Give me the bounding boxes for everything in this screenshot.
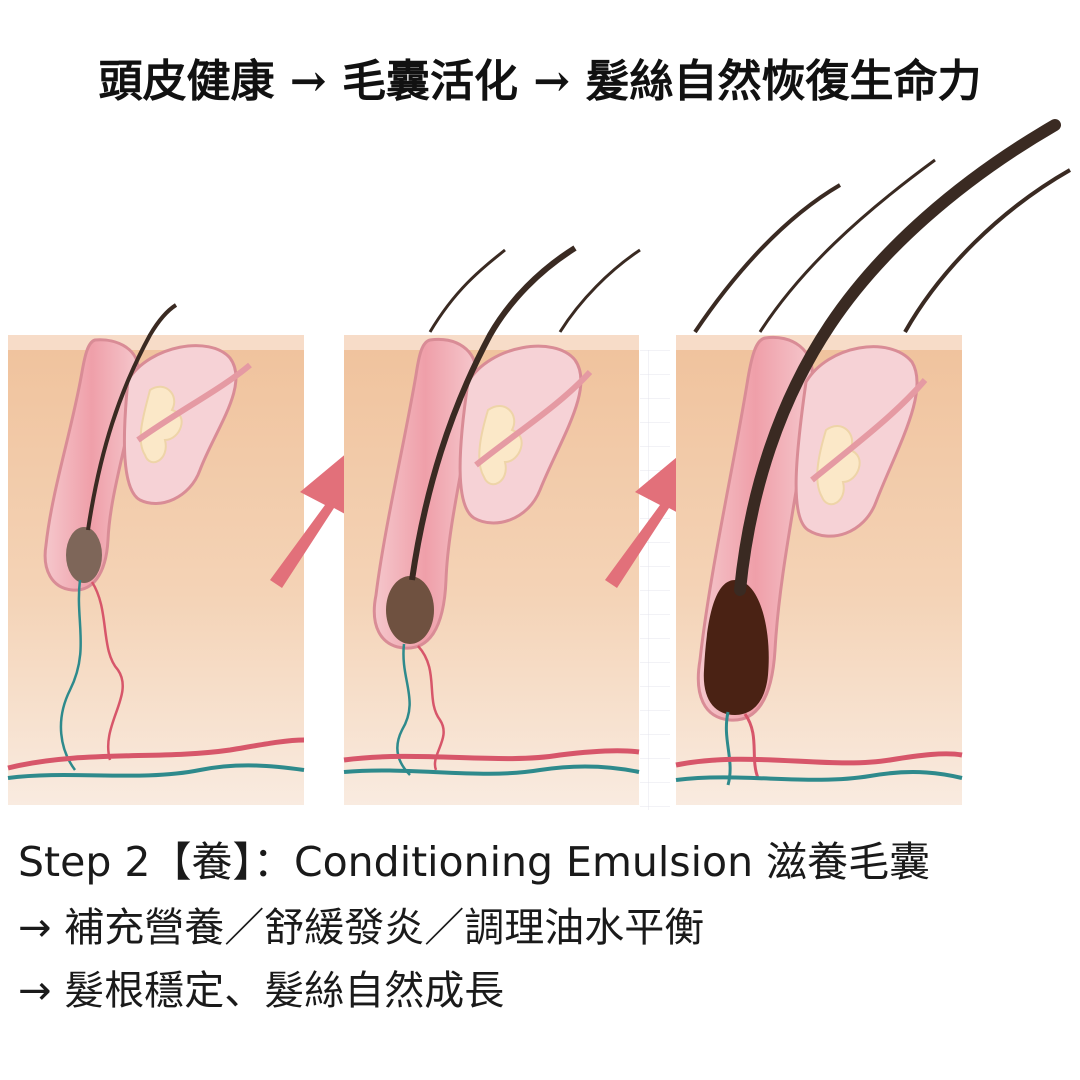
stage3-hair-bulb: [703, 580, 769, 715]
stage1-artery: [90, 581, 124, 761]
stage3-panel: [675, 119, 1071, 805]
caption-result: → 髮根穩定、髮絲自然成長: [18, 968, 505, 1014]
stage3-hair: [734, 119, 1061, 596]
arrow-up-right-icon: [270, 442, 360, 588]
caption-benefits: → 補充營養／舒緩發炎／調理油水平衡: [18, 905, 705, 951]
stage2-vein: [396, 643, 411, 776]
stage3-artery: [743, 713, 760, 779]
stage2-hair-bulb: [386, 576, 434, 644]
stage1-hair-bulb: [66, 527, 102, 583]
stage1-panel: [7, 303, 305, 805]
stage2-hair: [409, 245, 577, 581]
headline-title: 頭皮健康 → 毛囊活化 → 髮絲自然恢復生命力: [98, 56, 982, 107]
stage2-panel: [343, 245, 641, 805]
hair-growth-diagram: [7, 119, 1071, 810]
stage1-hair: [86, 303, 178, 531]
stage1-vein: [59, 579, 82, 771]
caption-step-title: Step 2【養】：Conditioning Emulsion 滋養毛囊: [18, 838, 931, 886]
arrow-up-right-icon: [605, 442, 695, 588]
